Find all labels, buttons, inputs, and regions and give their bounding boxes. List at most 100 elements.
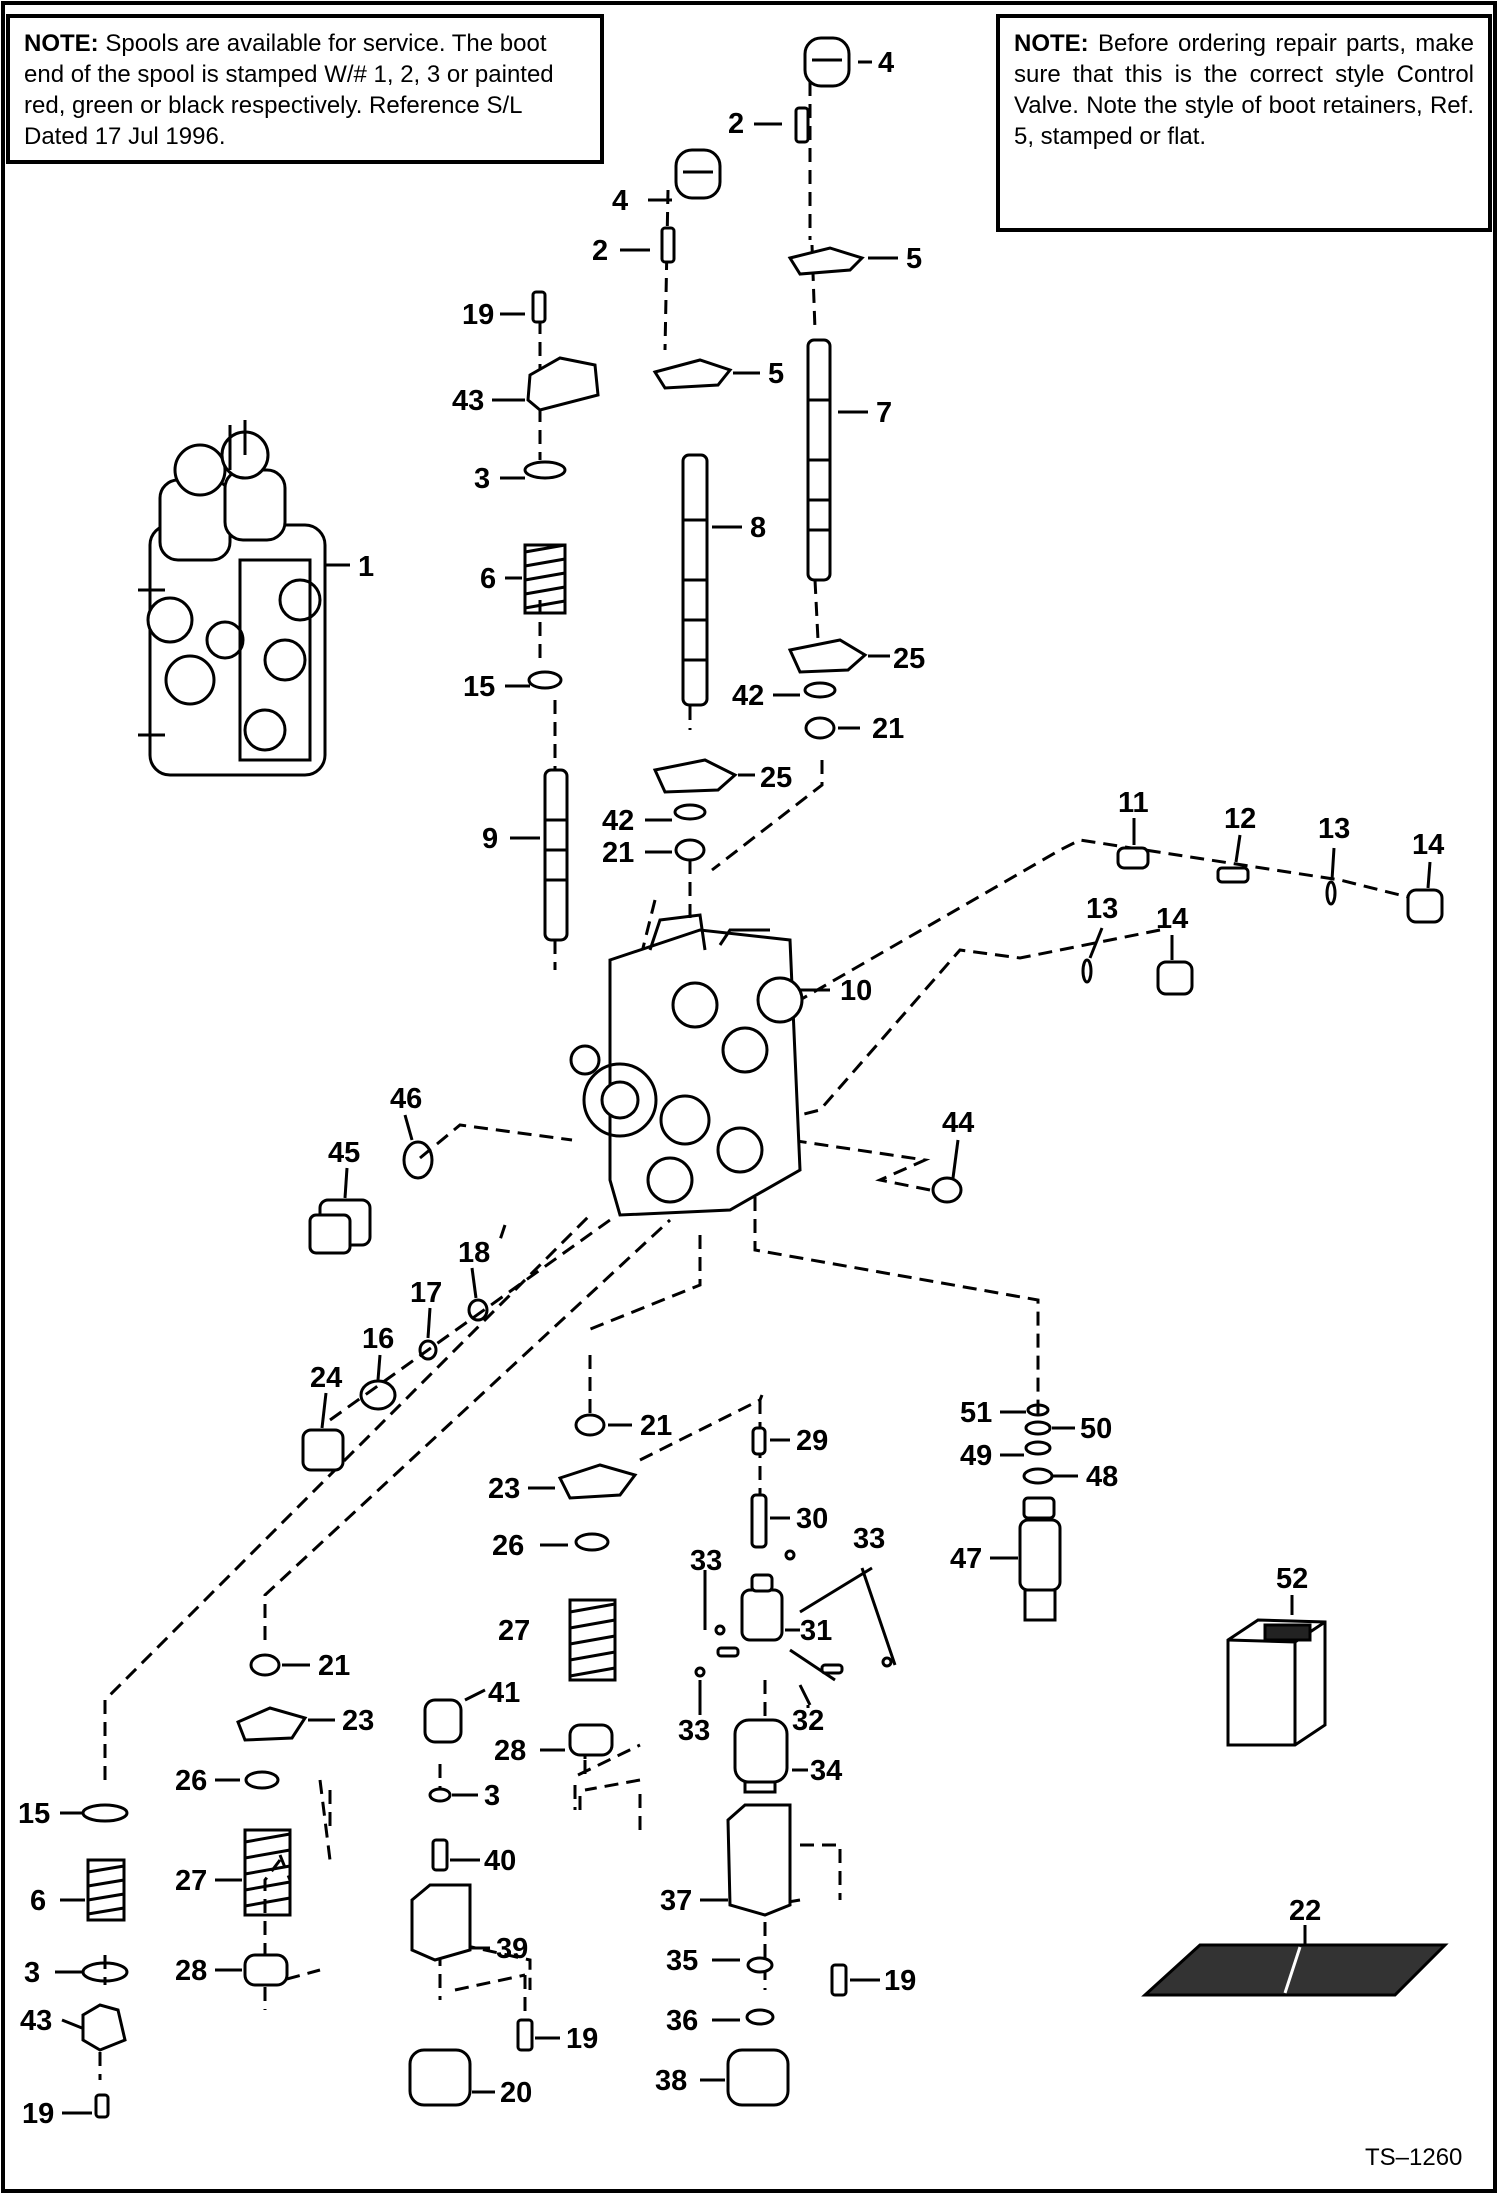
packet-icon <box>1141 1943 1449 1997</box>
leader-21-center <box>587 1235 702 1420</box>
seal-kit-box-icon <box>1226 1618 1327 1747</box>
leader-44 <box>789 1138 931 1192</box>
ordering-note: NOTE: Before ordering repair parts, make… <box>996 14 1492 232</box>
label-tick-44 <box>951 1139 960 1179</box>
washer-icon <box>527 670 563 690</box>
callout-19: 19 <box>566 2023 598 2055</box>
leader-body-18 <box>498 1224 507 1241</box>
leader-boxes <box>577 1394 764 1792</box>
plug-icon <box>1406 888 1444 924</box>
label-tick-13b <box>1088 927 1104 959</box>
callout-7: 7 <box>876 397 892 429</box>
callout-30: 30 <box>796 1503 828 1535</box>
callout-31: 31 <box>800 1615 832 1647</box>
callout-28: 28 <box>175 1955 207 1987</box>
housing-icon <box>410 1883 472 1962</box>
spring-icon <box>1216 866 1250 884</box>
spring-icon <box>523 543 567 615</box>
callout-35: 35 <box>666 1945 698 1977</box>
housing-icon <box>726 1803 792 1917</box>
callout-50: 50 <box>1080 1413 1112 1445</box>
service-note: NOTE: Spools are available for service. … <box>6 14 604 164</box>
o-ring-icon <box>428 1787 452 1803</box>
leader-15-left <box>103 1213 592 1780</box>
o-ring-icon <box>402 1140 434 1180</box>
callout-33: 33 <box>678 1715 710 1747</box>
callout-13: 13 <box>1318 813 1350 845</box>
callout-25: 25 <box>893 643 925 675</box>
callout-21: 21 <box>872 713 904 745</box>
o-ring-icon <box>574 1532 610 1552</box>
callout-11: 11 <box>1118 787 1149 819</box>
callout-42: 42 <box>732 680 764 712</box>
callout-43: 43 <box>20 2005 52 2037</box>
leader-46 <box>419 1123 573 1160</box>
callout-2: 2 <box>592 235 608 267</box>
callout-46: 46 <box>390 1083 422 1115</box>
label-tick-24 <box>320 1392 328 1429</box>
callout-27: 27 <box>175 1865 207 1897</box>
plug-icon <box>301 1428 345 1472</box>
arrow-32 <box>789 1648 836 1706</box>
leader-21-body <box>711 760 824 872</box>
drawing-id: TS–1260 <box>1365 2144 1462 2171</box>
callout-6: 6 <box>30 1885 46 1917</box>
callout-43: 43 <box>452 385 484 417</box>
spool-icon <box>806 338 832 582</box>
callout-15: 15 <box>463 671 495 703</box>
leader-spool-7 <box>808 60 820 641</box>
leader-47 <box>753 1175 1040 1420</box>
screw-icon <box>660 226 676 264</box>
callout-14: 14 <box>1412 829 1444 861</box>
spool-icon <box>681 453 709 707</box>
boot-retainer-icon <box>652 358 733 390</box>
valve-assembly-icon <box>138 420 327 777</box>
label-tick-45 <box>343 1167 349 1199</box>
callout-22: 22 <box>1289 1895 1321 1927</box>
callout-37: 37 <box>660 1885 692 1917</box>
callout-45: 45 <box>328 1137 360 1169</box>
label-tick-18 <box>470 1267 478 1299</box>
label-tick-46 <box>403 1114 414 1141</box>
snap-ring-icon <box>523 460 567 480</box>
pin-icon <box>750 1493 768 1549</box>
callout-27: 27 <box>498 1615 530 1647</box>
leader-port-13-14 <box>799 928 1161 1117</box>
spring-seat-icon <box>243 1953 289 1987</box>
callout-18: 18 <box>458 1237 490 1269</box>
spring-icon <box>568 1598 617 1682</box>
label-tick-13a <box>1330 847 1336 881</box>
callout-20: 20 <box>500 2077 532 2109</box>
o-ring-icon <box>673 681 837 821</box>
arrow-33a <box>799 1566 897 1666</box>
leader-16-24 <box>329 1218 611 1422</box>
note-text: Before ordering repair parts, make sure … <box>1014 30 1474 150</box>
callout-5: 5 <box>906 243 922 275</box>
callout-26: 26 <box>492 1530 524 1562</box>
leader-center-col <box>573 1785 642 1830</box>
label-tick-41 <box>464 1688 486 1702</box>
callout-39: 39 <box>496 1933 528 1965</box>
set-screw-icon <box>931 1176 963 1204</box>
screw-icon <box>94 2093 110 2119</box>
callout-5: 5 <box>768 358 784 390</box>
callout-19: 19 <box>462 299 494 331</box>
callout-38: 38 <box>655 2065 687 2097</box>
callout-15: 15 <box>18 1798 50 1830</box>
callout-8: 8 <box>750 512 766 544</box>
callout-32: 32 <box>792 1705 824 1737</box>
callout-1: 1 <box>358 551 374 583</box>
callout-28: 28 <box>494 1735 526 1767</box>
o-ring-icon <box>1081 880 1337 984</box>
callout-21: 21 <box>318 1650 350 1682</box>
seal-plate-icon <box>787 638 868 674</box>
callout-29: 29 <box>796 1425 828 1457</box>
leader-lower-col <box>438 1760 527 2020</box>
screw-icon <box>531 290 547 324</box>
cap-icon <box>726 2048 790 2107</box>
end-cap-icon <box>81 2003 127 2052</box>
callout-21: 21 <box>602 837 634 869</box>
label-tick-43b <box>61 2018 83 2030</box>
